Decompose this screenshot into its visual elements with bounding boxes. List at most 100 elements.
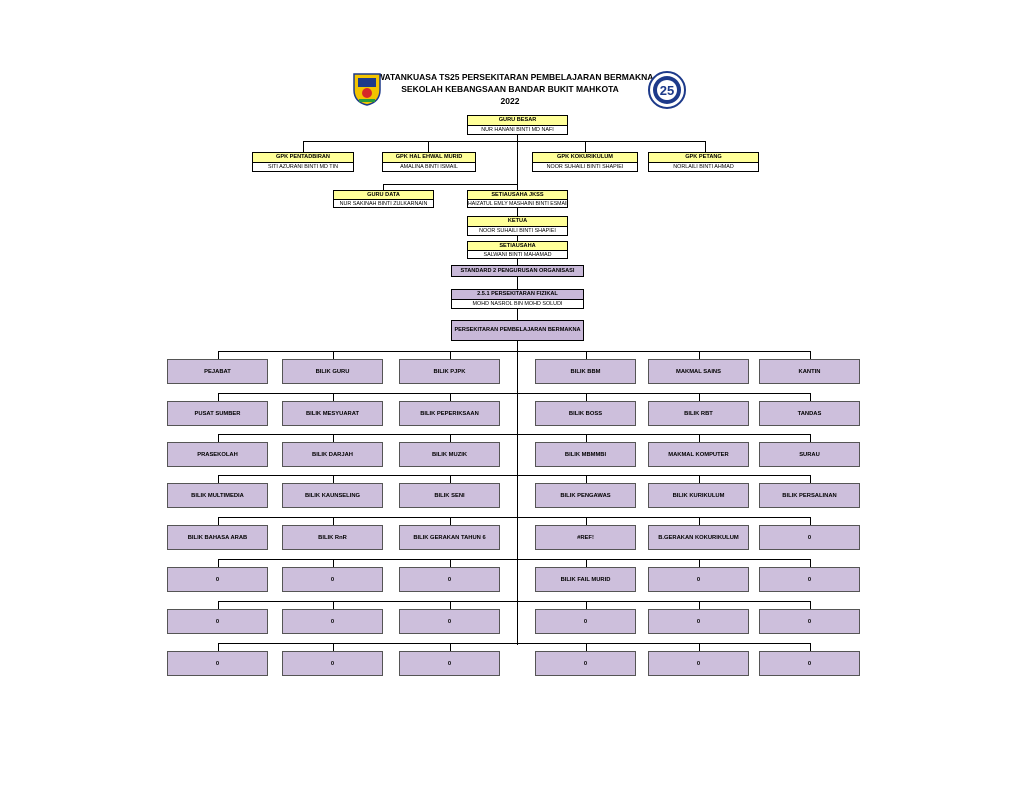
room-box: BILIK PERSALINAN — [759, 483, 860, 508]
room-box: BILIK SENI — [399, 483, 500, 508]
guru-besar-name: NUR HANANI BINTI MD NAFI — [481, 127, 554, 133]
connector — [517, 208, 518, 216]
setiausaha-jkss-name: HAIZATUL EMLY MASHAINI BINTI ESMAIL — [468, 201, 567, 207]
connector — [450, 559, 451, 567]
connector — [517, 309, 518, 320]
connector — [218, 475, 219, 483]
connector — [699, 434, 700, 442]
connector — [517, 341, 518, 645]
room-box: BILIK PENGAWAS — [535, 483, 636, 508]
room-box: PEJABAT — [167, 359, 268, 384]
connector — [218, 559, 219, 567]
room-box: BILIK RnR — [282, 525, 383, 550]
room-box: KANTIN — [759, 359, 860, 384]
connector — [218, 559, 810, 560]
connector — [810, 393, 811, 401]
connector — [303, 141, 304, 152]
setiausaha-name: SALWANI BINTI MAHAMAD — [483, 252, 552, 258]
room-box: BILIK DARJAH — [282, 442, 383, 467]
connector — [699, 475, 700, 483]
room-box: BILIK GURU — [282, 359, 383, 384]
connector — [586, 559, 587, 567]
ketua-box: KETUA NOOR SUHAILI BINTI SHAPIEI — [467, 216, 568, 236]
connector — [517, 277, 518, 289]
connector — [810, 434, 811, 442]
room-box: BILIK BBM — [535, 359, 636, 384]
connector — [333, 601, 334, 609]
connector — [218, 643, 219, 651]
ts25-logo: 25 — [648, 71, 686, 109]
room-box: 0 — [282, 567, 383, 592]
connector — [586, 351, 587, 359]
room-box: 0 — [759, 609, 860, 634]
connector — [585, 141, 586, 152]
room-box: TANDAS — [759, 401, 860, 426]
connector — [450, 434, 451, 442]
room-box: BILIK BOSS — [535, 401, 636, 426]
guru-besar-box: GURU BESAR NUR HANANI BINTI MD NAFI — [467, 115, 568, 135]
ppb-bar: PERSEKITARAN PEMBELAJARAN BERMAKNA — [451, 320, 584, 341]
ketua-title: KETUA — [468, 217, 567, 227]
guru-data-box: GURU DATA NUR SAKINAH BINTI ZULKARNAIN — [333, 190, 434, 208]
room-box: BILIK PEPERIKSAAN — [399, 401, 500, 426]
connector — [586, 393, 587, 401]
connector — [428, 141, 429, 152]
room-box: 0 — [282, 609, 383, 634]
connector — [383, 184, 384, 190]
connector — [699, 517, 700, 525]
connector — [517, 141, 518, 190]
room-box: 0 — [399, 609, 500, 634]
room-box: 0 — [648, 567, 749, 592]
ketua-name: NOOR SUHAILI BINTI SHAPIEI — [479, 228, 556, 234]
connector — [218, 393, 219, 401]
room-box: #REF! — [535, 525, 636, 550]
room-box: BILIK MESYUARAT — [282, 401, 383, 426]
connector — [333, 434, 334, 442]
room-box: BILIK MULTIMEDIA — [167, 483, 268, 508]
connector — [450, 475, 451, 483]
persekitaran-fizikal-box: 2.5.1 PERSEKITARAN FIZIKAL MOHD NASROL B… — [451, 289, 584, 309]
room-box: BILIK RBT — [648, 401, 749, 426]
connector — [810, 559, 811, 567]
connector — [218, 601, 219, 609]
room-box: MAKMAL SAINS — [648, 359, 749, 384]
room-box: PUSAT SUMBER — [167, 401, 268, 426]
room-box: 0 — [535, 609, 636, 634]
gpk-title: GPK KOKURIKULUM — [533, 153, 637, 163]
guru-besar-title: GURU BESAR — [468, 116, 567, 126]
connector — [705, 141, 706, 152]
connector — [333, 475, 334, 483]
school-crest-logo — [353, 73, 381, 106]
gpk-hem-box: GPK HAL EHWAL MURID AMALINA BINTI ISMAIL — [382, 152, 476, 172]
connector — [586, 643, 587, 651]
connector — [218, 393, 810, 394]
room-box: BILIK GERAKAN TAHUN 6 — [399, 525, 500, 550]
room-box: SURAU — [759, 442, 860, 467]
room-box: BILIK KURIKULUM — [648, 483, 749, 508]
connector — [699, 393, 700, 401]
gpk-title: GPK PETANG — [649, 153, 758, 163]
connector — [450, 393, 451, 401]
room-box: 0 — [167, 567, 268, 592]
connector — [333, 559, 334, 567]
room-box: BILIK KAUNSELING — [282, 483, 383, 508]
connector — [303, 141, 705, 142]
connector — [517, 259, 518, 265]
connector — [586, 434, 587, 442]
room-box: BILIK FAIL MURID — [535, 567, 636, 592]
connector — [218, 351, 810, 352]
connector — [586, 475, 587, 483]
connector — [450, 643, 451, 651]
setiausaha-jkss-box: SETIAUSAHA JKSS HAIZATUL EMLY MASHAINI B… — [467, 190, 568, 208]
standard-bar: STANDARD 2 PENGURUSAN ORGANISASI — [451, 265, 584, 277]
room-box: 0 — [759, 651, 860, 676]
room-box: BILIK BAHASA ARAB — [167, 525, 268, 550]
connector — [218, 517, 810, 518]
connector — [586, 517, 587, 525]
connector — [218, 475, 810, 476]
connector — [333, 351, 334, 359]
setiausaha-box: SETIAUSAHA SALWANI BINTI MAHAMAD — [467, 241, 568, 259]
connector — [699, 559, 700, 567]
chart-title-year: 2022 — [500, 96, 520, 106]
connector — [218, 434, 219, 442]
